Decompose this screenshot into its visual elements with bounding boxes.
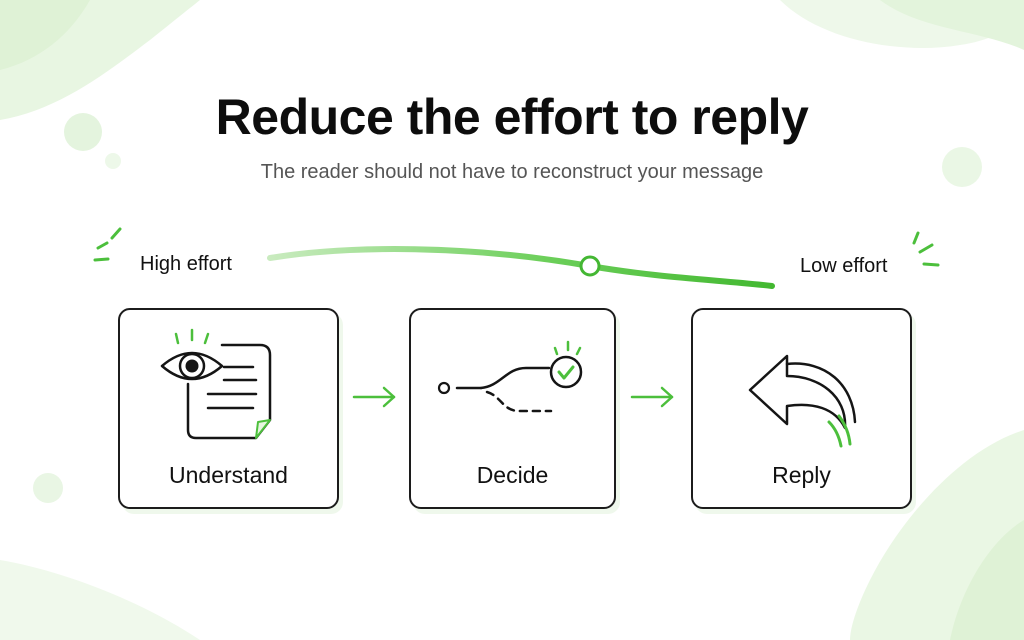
low-effort-label: Low effort — [800, 255, 888, 277]
sparkle-left-icon — [93, 227, 122, 262]
step-card-decide: Decide — [409, 308, 616, 509]
page-title: Reduce the effort to reply — [215, 89, 809, 145]
step-label-understand: Understand — [169, 462, 288, 488]
effort-scale-line — [267, 246, 775, 289]
high-effort-label: High effort — [140, 253, 232, 275]
branch-check-icon — [437, 340, 583, 413]
arrow-right-icon — [352, 386, 396, 408]
sparkle-right-icon — [912, 231, 940, 267]
step-label-reply: Reply — [772, 462, 831, 488]
eye-document-icon — [160, 328, 272, 440]
effort-marker — [579, 255, 601, 277]
step-card-reply: Reply — [691, 308, 912, 509]
reply-arrow-icon — [748, 354, 857, 448]
page-subtitle: The reader should not have to reconstruc… — [260, 161, 764, 183]
step-label-decide: Decide — [476, 462, 549, 488]
arrow-right-icon — [630, 386, 674, 408]
step-card-understand: Understand — [118, 308, 339, 509]
